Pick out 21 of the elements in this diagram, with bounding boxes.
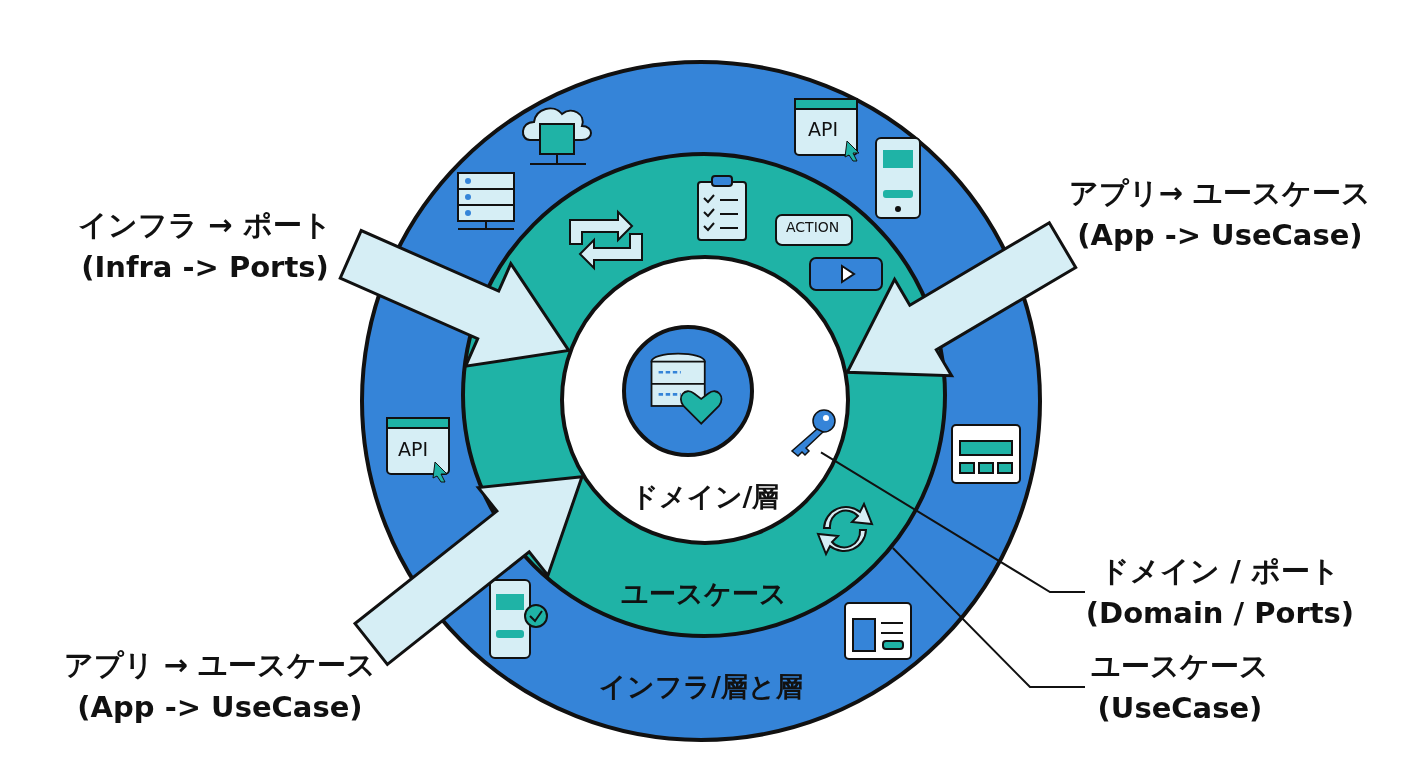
label-heading: インフラ → ポート: [77, 207, 333, 244]
label-subtitle: (UseCase): [1096, 690, 1264, 727]
label-subtitle: (Domain / Ports): [1085, 595, 1355, 632]
block-arrow: [338, 228, 572, 369]
label-heading: ドメイン / ポート: [1099, 553, 1341, 590]
ring-label: ユースケース: [621, 577, 787, 611]
block-arrow: [844, 220, 1078, 378]
icon-text: ACTION: [786, 219, 840, 235]
label-heading: アプリ→ ユースケース: [1067, 175, 1373, 212]
label-heading: ユースケース: [1090, 648, 1270, 685]
icon-text: API: [398, 438, 429, 460]
ring-label: インフラ/層と層: [599, 670, 803, 704]
leader-line: [820, 451, 1086, 593]
leader-line: [891, 546, 1086, 688]
label-subtitle: (App -> UseCase): [1076, 217, 1364, 254]
label-subtitle: (Infra -> Ports): [80, 249, 330, 286]
block-arrow: [352, 475, 585, 667]
label-subtitle: (App -> UseCase): [76, 689, 364, 726]
icon-text: API: [808, 118, 839, 140]
label-heading: アプリ → ユースケース: [62, 647, 378, 684]
ring-label: ドメイン/層: [630, 480, 780, 514]
